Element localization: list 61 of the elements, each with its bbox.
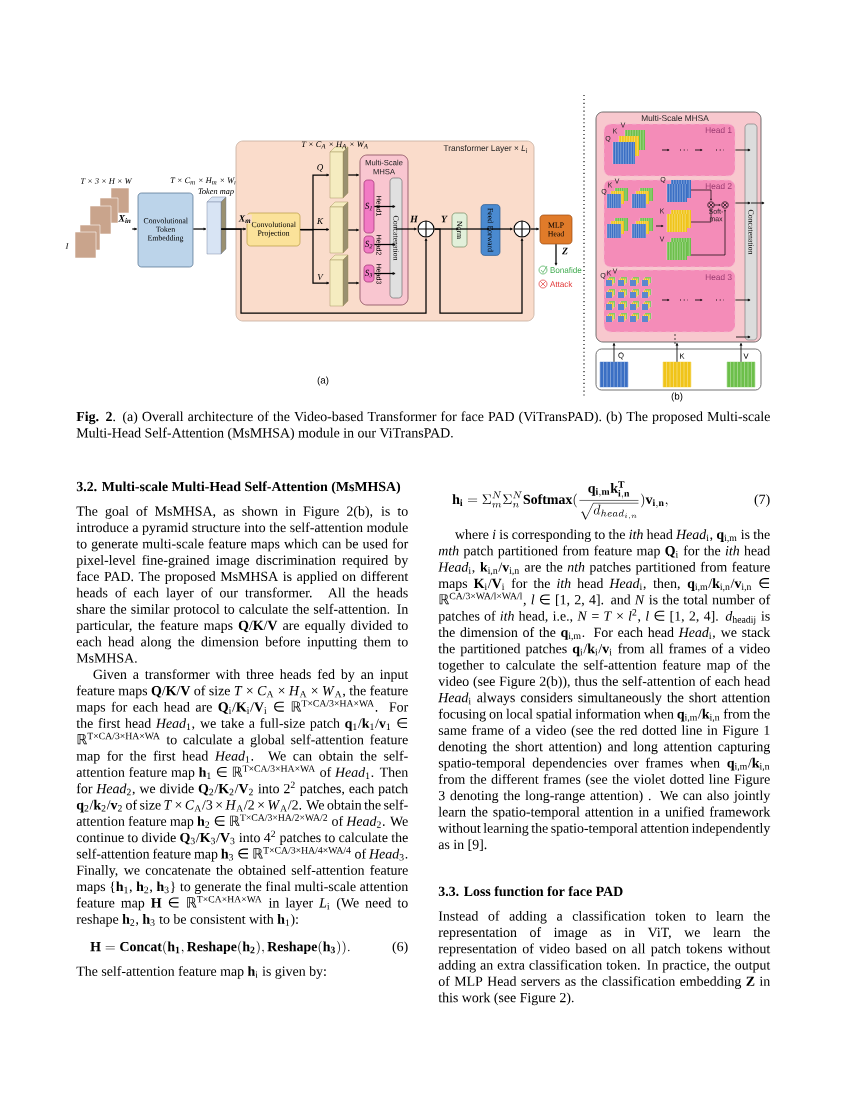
token-map-label: Token map [198,188,234,196]
figure-caption: Fig. 2. (a) Overall architecture of the Video-based Transformer for face PAD (ViTransPAD). (b) The proposed Multi-scale Multi-Head Self-Attention (MsMHSA) module in our ViTransPAD. [76,411,770,441]
arrow [735,335,751,339]
arrow [433,228,524,314]
paragraph: Instead of adding a classification token to learn the representation of image as in ViT, we learn the representation of video based on all patch tokens without adding an extra classification token. In practice, the output of MLP Head servers as the classification embedding Z in this work (see Figure 2). [438,910,771,1006]
equation: $\mathbf{h_i}=\Sigma_m^N\Sigma_n^N\mathbf{Softmax}(\frac{\mathbf{q_{i,m}}\mathbf{k_{i,n}^T}}{\sqrt{d_{head_{i,n}}}})\mathbf{v_{i,n}},$ [452,481,668,520]
arrow [373,272,396,275]
equation-number: (7) [754,494,770,507]
arrow [739,342,743,363]
arrow [735,148,751,152]
panel-label: (a) [317,376,329,386]
section-heading: 3.2. Multi-scale Multi-Head Self-Attention (MsMHSA) [76,481,401,494]
scale-box: S$_{3}$ [363,264,375,283]
patch-grid [599,361,629,388]
arrow [735,201,751,205]
arrow [192,227,207,231]
equation-number: (6) [392,941,408,955]
section-heading: 3.3. Loss function for face PAD [438,886,623,897]
arrow [299,228,330,285]
edge-label: X$_{in}$ [117,214,133,224]
class-label: Bonafide [550,267,582,273]
dimension-label: T × 3 × H × W [81,178,133,184]
arrow [750,201,765,205]
equation: $\mathbf{H}=\mathbf{Concat}(\mathbf{h_1},\mathbf{Reshape}(\mathbf{h_2}),\mathbf{Reshape}(\mathbf{h_3})).$ [90,940,350,955]
arrow [131,227,138,231]
arrow [529,227,540,231]
edge-label: Z [561,247,569,255]
edge-label: Y [440,215,448,223]
token-map-slab [206,196,227,255]
edge-label: H [409,215,419,223]
arrow [373,205,396,208]
arrow [612,342,616,363]
paragraph: The goal of MsMHSA, as shown in Figure 2(b), is to introduce a pyramid structure into the self-attention module to generate multi-scale feature maps which can be used for pixel-level fine-grained image discrimination required by face PAD. The proposed MsMHSA is applied on different heads of each layer of our transformer. All the heads share the similar protocol to calculate the self-attention. In particular, the feature maps Q/K/V are equally divided to each head along the dimension before inputting them to MsMHSA. [76,505,409,663]
feature-slab [329,201,349,254]
arrow [373,243,396,246]
scale-box: S$_{2}$ [363,235,375,254]
arrow [554,243,558,266]
edge-label: K [316,217,324,225]
patch-grid [726,361,756,388]
arrow [356,173,360,177]
feature-slab [329,254,349,307]
edge-label: V [316,273,324,281]
arrow [675,342,679,363]
arrow [489,227,513,231]
dimension-label: T × C$_{A}$ × H$_{A}$ × W$_{A}$ [301,141,368,149]
patch-grid [662,361,692,388]
arrow [458,227,490,231]
arrow [356,228,360,232]
scale-box: S$_{1}$ [363,179,375,234]
edge-label: X$_{m}$ [238,214,252,224]
sum-circle [513,220,531,238]
arrow [395,227,417,231]
input-label: I [65,243,69,249]
photo-stack-drawing [74,187,130,259]
arrow [356,281,360,285]
sum-circle [417,220,435,238]
arrow [735,298,751,302]
edge-label: Q [316,163,324,173]
class-label: Attack [550,281,573,287]
paragraph: The self-attention feature map h$_{i}$ is given by: [76,966,326,979]
arrow [220,228,428,314]
